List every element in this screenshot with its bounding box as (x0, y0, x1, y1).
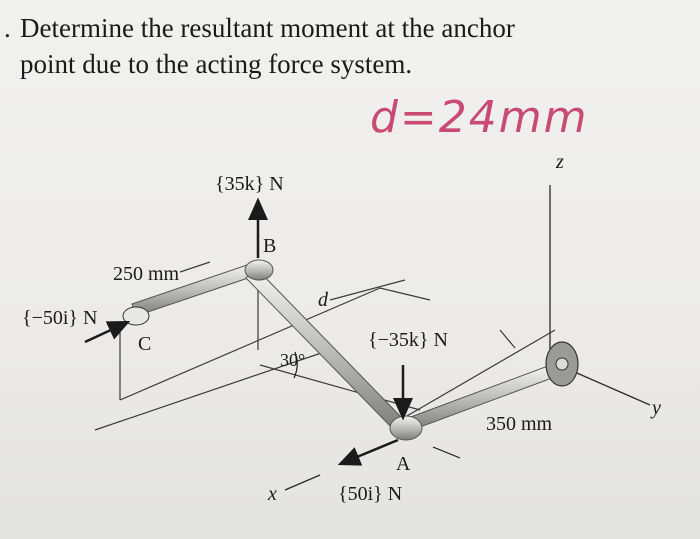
pipe-segments (131, 263, 553, 431)
y-axis (569, 369, 651, 406)
point-c-label: C (138, 333, 151, 355)
angle-arc (293, 351, 298, 379)
point-a-label: A (396, 453, 411, 475)
dim-350-label: 350 mm (486, 413, 553, 435)
axis-z-label: z (555, 151, 564, 173)
force-b-label: {35k} N (215, 173, 284, 195)
dim-250-label: 250 mm (113, 263, 180, 285)
force-arrows (84, 197, 413, 466)
elbow-a (389, 415, 423, 441)
end-cap-c (122, 306, 150, 326)
force-mid-label: {−35k} N (368, 329, 448, 351)
force-a-arrow (337, 438, 399, 466)
force-c-label: {−50i} N (22, 307, 97, 329)
dim-d-label: d (318, 289, 329, 311)
problem-marker: . (4, 13, 11, 43)
axis-x-label: x (267, 483, 277, 505)
anchor-bolt-icon (555, 357, 569, 371)
problem-statement: . Determine the resultant moment at the a… (4, 10, 684, 82)
x-axis (284, 474, 321, 491)
force-c-arrow (84, 320, 131, 344)
handwritten-note: d=24mm (370, 92, 589, 143)
problem-line-1: Determine the resultant moment at the an… (20, 13, 515, 43)
point-b-label: B (263, 235, 276, 257)
problem-line-2: point due to the acting force system. (20, 49, 413, 79)
angle-label: 30° (280, 350, 305, 370)
force-a-label: {50i} N (338, 483, 402, 505)
dim-350-tick (432, 446, 461, 459)
elbow-b (244, 259, 274, 281)
axis-y-label: y (650, 397, 661, 419)
